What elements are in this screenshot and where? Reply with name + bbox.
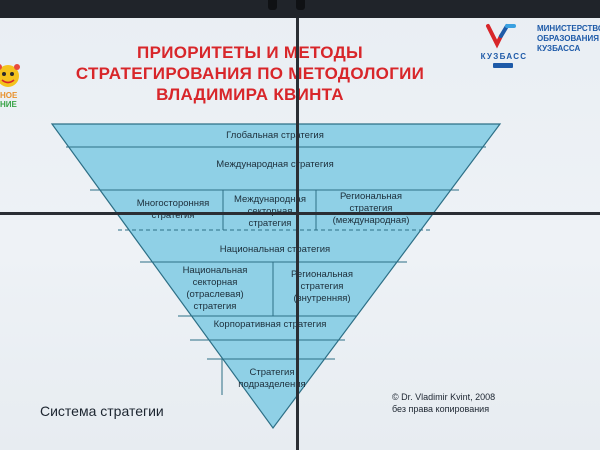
level-national-sectoral: Национальная секторная (отраслевая) стра…	[182, 265, 248, 312]
level-regional-internal: Региональная стратегия (внутренняя)	[291, 269, 353, 304]
level-subdivision: Стратегия подразделения	[238, 367, 306, 390]
kuzbass-wordmark: КУЗБАСС	[480, 52, 528, 61]
level-intl-sectoral: Международная секторная стратегия	[234, 194, 306, 229]
display-seam-horizontal	[0, 212, 600, 215]
level-global: Глобальная стратегия	[226, 130, 324, 141]
ministry-line-3: КУЗБАССА	[537, 44, 581, 53]
kuzbass-logo: КУЗБАСС	[473, 22, 535, 70]
kids-logo-text: НОЕ НИЕ	[0, 91, 18, 109]
level-international: Международная стратегия	[216, 159, 334, 170]
level-multilateral: Многосторонняя стратегия	[136, 198, 210, 221]
ministry-line-1: МИНИСТЕРСТВО	[537, 24, 600, 33]
title-line-1: ПРИОРИТЕТЫ И МЕТОДЫ	[137, 43, 363, 62]
kuzbass-mark-icon	[486, 24, 516, 49]
level-corporate: Корпоративная стратегия	[213, 319, 327, 330]
copyright-notice: © Dr. Vladimir Kvint, 2008 без права коп…	[392, 391, 495, 415]
pyramid-body	[50, 123, 502, 430]
copyright-line-1: © Dr. Vladimir Kvint, 2008	[392, 392, 496, 402]
display-seam-vertical	[296, 18, 299, 450]
title-line-2: СТРАТЕГИРОВАНИЯ ПО МЕТОДОЛОГИИ	[75, 64, 425, 83]
bezel-mount-right	[296, 0, 305, 10]
display-top-bezel	[0, 0, 600, 18]
ministry-logo-text: МИНИСТЕРСТВО ОБРАЗОВАНИЯ КУЗБАССА	[537, 24, 600, 54]
level-national: Национальная стратегия	[219, 244, 331, 255]
level-regional-intl: Региональная стратегия (международная)	[332, 191, 410, 226]
kuzbass-tag	[493, 63, 513, 68]
kids-mascot-logo	[0, 64, 20, 87]
bezel-mount-left	[268, 0, 277, 10]
ministry-line-2: ОБРАЗОВАНИЯ	[537, 34, 599, 43]
copyright-line-2: без права копирования	[392, 404, 490, 414]
footer-label: Система стратегии	[40, 403, 164, 419]
